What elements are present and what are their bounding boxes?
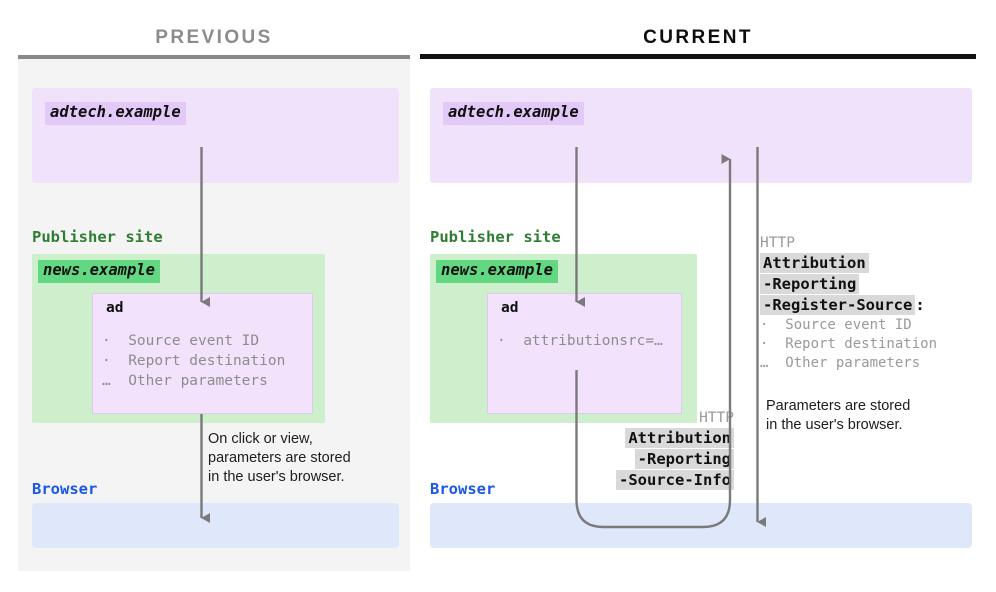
register-header-line-2: -Reporting [760, 274, 860, 294]
current-browser-label: Browser [430, 480, 496, 498]
register-header-row-3: -Register-Source: [760, 295, 937, 315]
register-source-callout: HTTP Attribution -Reporting -Register-So… [760, 235, 937, 373]
current-panel-heading: CURRENT [643, 27, 753, 48]
register-header-line-1: Attribution [760, 253, 869, 273]
current-ad-label: ad [501, 300, 519, 316]
current-adtech-domain-chip: adtech.example [443, 102, 584, 125]
previous-panel-heading: PREVIOUS [155, 27, 273, 48]
source-info-header-line-3: -Source-Info [616, 470, 734, 490]
register-header-row-2: -Reporting [760, 274, 937, 294]
previous-adtech-domain-chip: adtech.example [45, 102, 186, 125]
current-publisher-site-label: Publisher site [430, 228, 561, 246]
previous-panel-rule [18, 55, 410, 59]
current-panel-rule [420, 54, 976, 59]
source-info-callout: HTTP Attribution -Reporting -Source-Info [600, 410, 734, 491]
previous-browser-label: Browser [32, 480, 98, 498]
register-header-row-1: Attribution [760, 253, 937, 273]
register-callout-parameter-list: · Source event ID · Report destination …… [760, 317, 938, 371]
source-info-header-row-1: Attribution [600, 428, 734, 448]
previous-flow-annotation: On click or view, parameters are stored … [208, 431, 351, 485]
current-browser-region [430, 503, 972, 548]
source-info-header-row-3: -Source-Info [600, 470, 734, 490]
source-info-header-row-2: -Reporting [600, 449, 734, 469]
previous-news-domain-chip: news.example [38, 260, 160, 283]
previous-publisher-site-label: Publisher site [32, 228, 163, 246]
previous-ad-label: ad [106, 300, 124, 316]
register-header-line-3: -Register-Source [760, 295, 916, 315]
current-ad-parameter-list: · attributionsrc=… [497, 333, 663, 349]
previous-ad-parameter-list: · Source event ID · Report destination …… [102, 333, 286, 389]
source-info-header-line-2: -Reporting [634, 449, 734, 469]
current-news-domain-chip: news.example [436, 260, 558, 283]
register-header-colon: : [915, 296, 925, 314]
source-info-header-line-1: Attribution [625, 428, 734, 448]
previous-ad-box [92, 293, 313, 414]
current-flow-annotation: Parameters are stored in the user's brow… [766, 398, 911, 433]
source-info-callout-protocol: HTTP [699, 410, 734, 426]
previous-browser-region [32, 503, 399, 548]
register-callout-protocol: HTTP [760, 235, 795, 251]
